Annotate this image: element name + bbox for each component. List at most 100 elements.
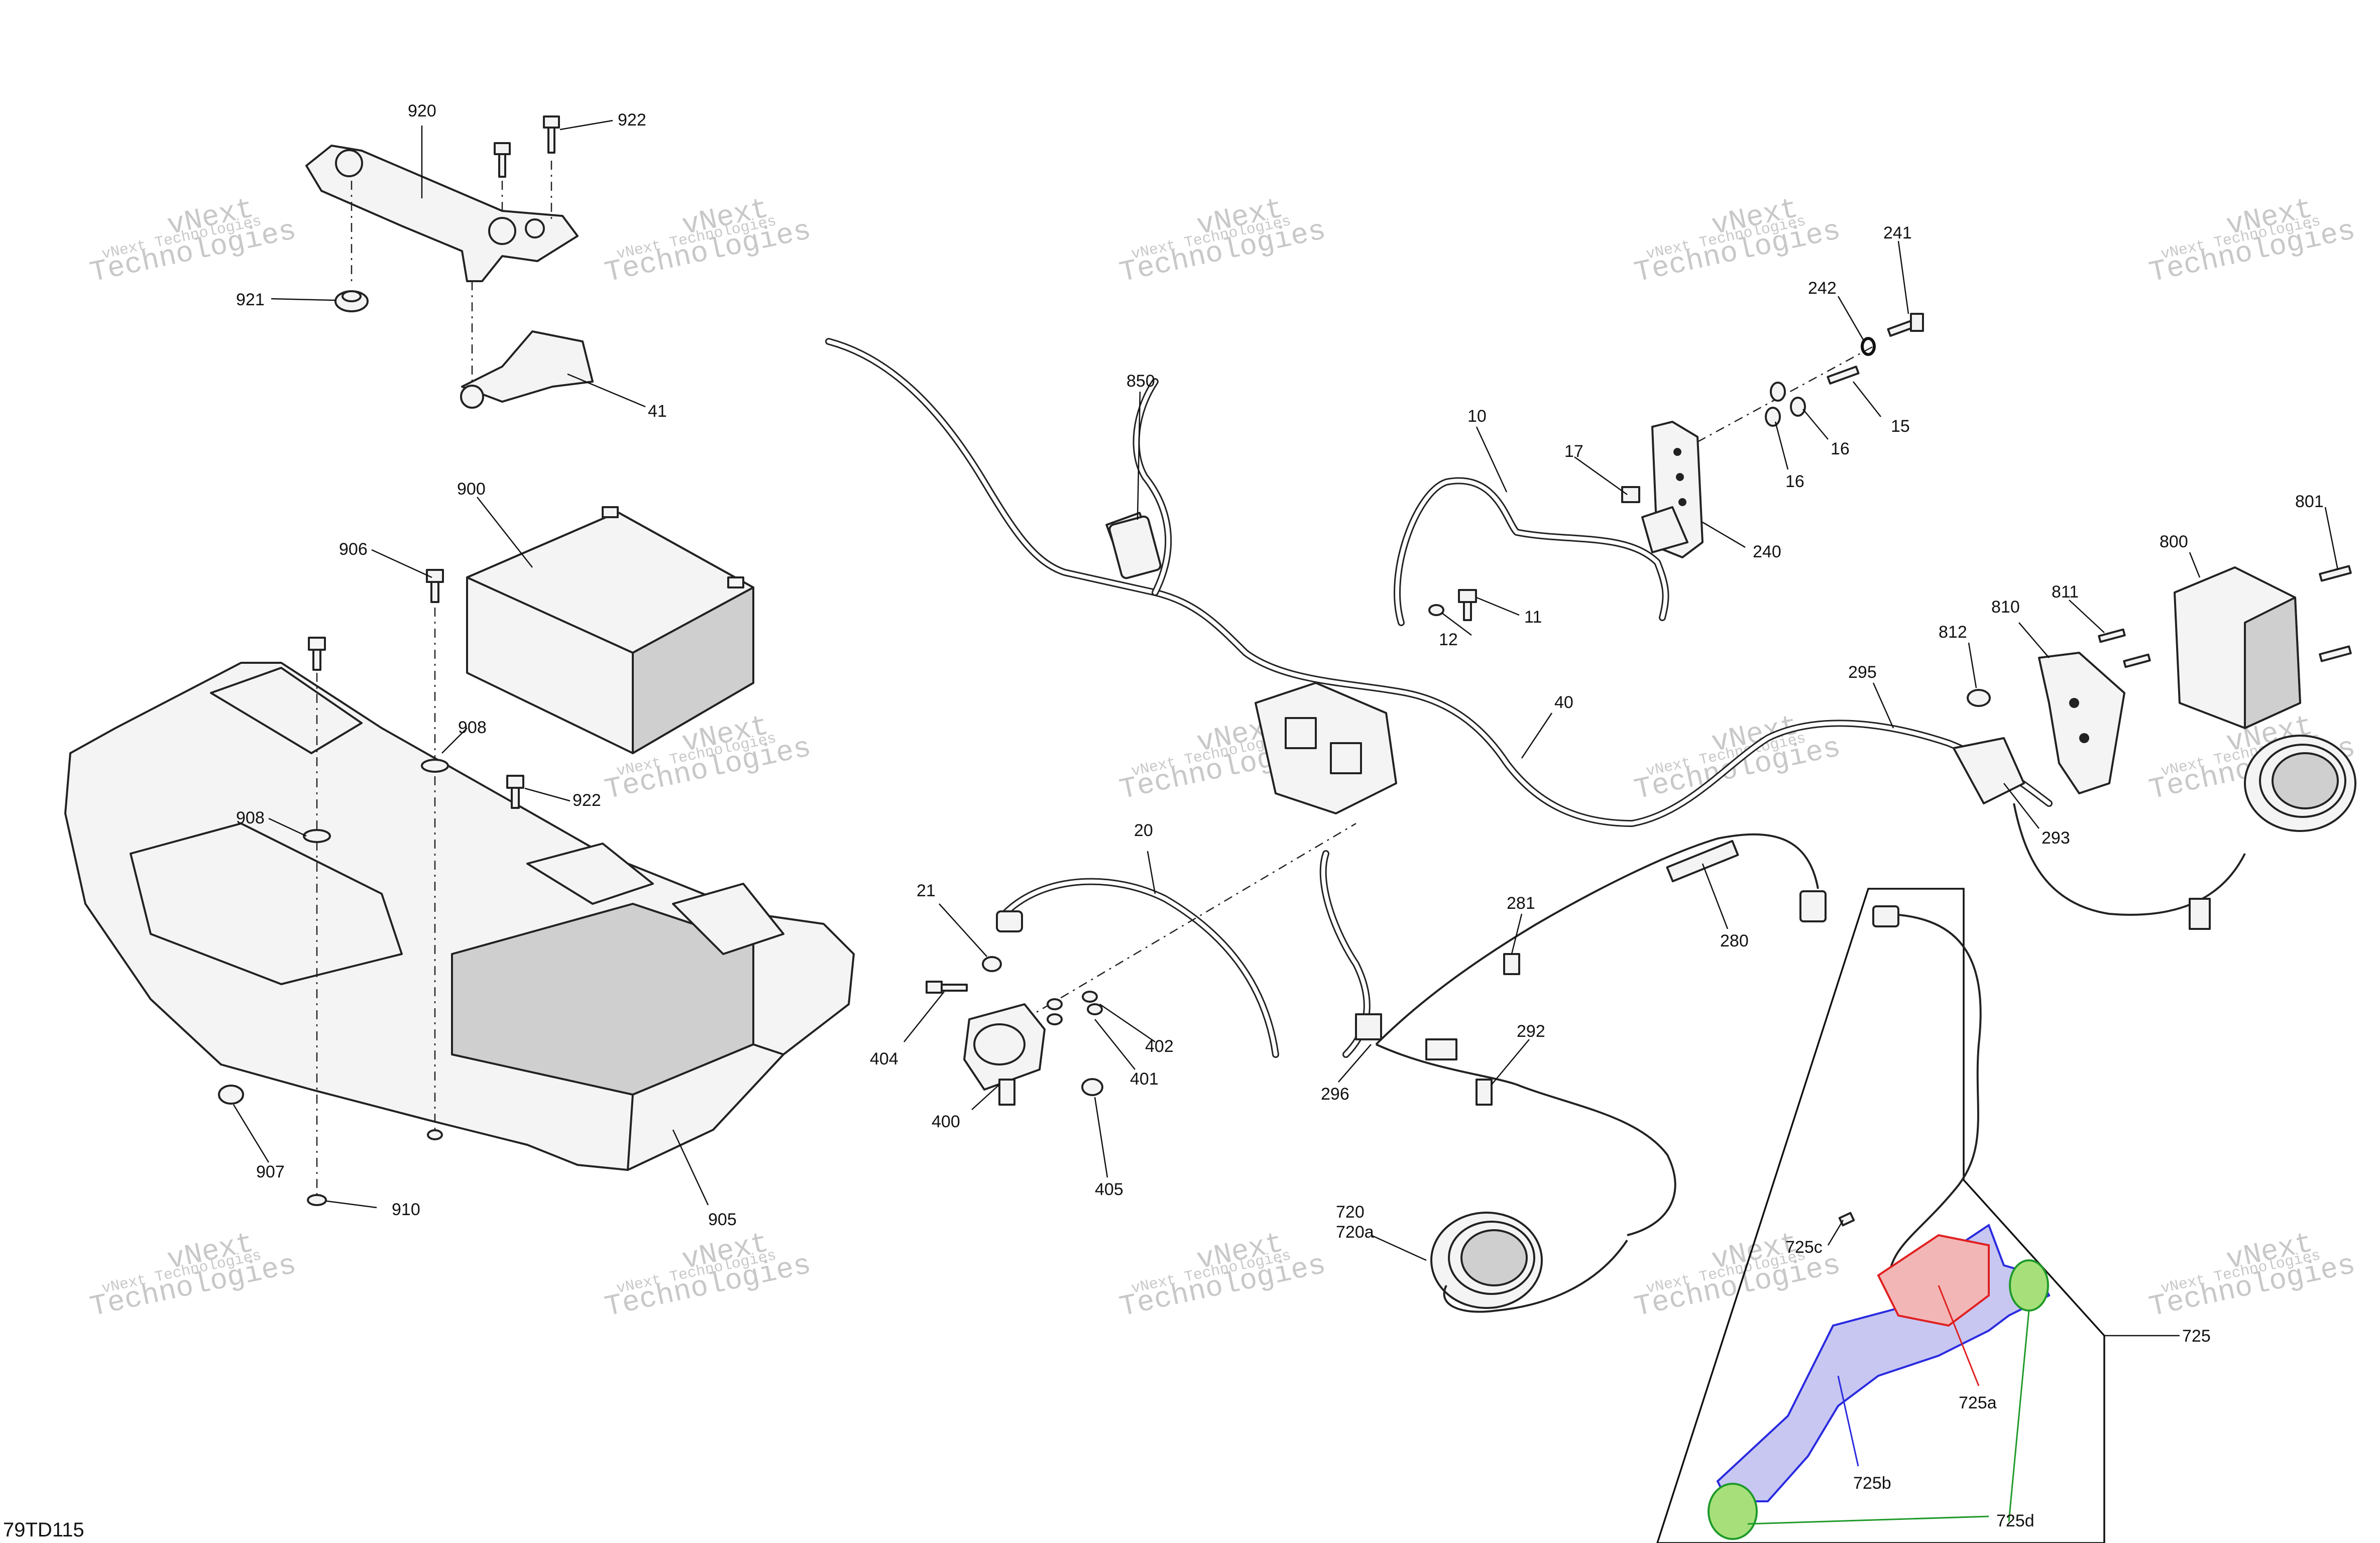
bolt-811	[2098, 628, 2151, 668]
callout-20: 20	[1134, 821, 1153, 840]
battery-tray-905	[64, 662, 855, 1171]
cable-10	[1394, 477, 1669, 626]
nut-812	[1967, 689, 1991, 707]
nut-921	[334, 290, 369, 312]
washers-16	[1765, 382, 1806, 427]
bolt-404	[926, 981, 968, 994]
bracket-810	[2038, 652, 2125, 794]
callout-16-left: 16	[1785, 472, 1804, 491]
nut-17	[1621, 486, 1640, 503]
callout-15: 15	[1891, 417, 1910, 436]
bolt-801	[2319, 565, 2352, 662]
callout-292: 292	[1517, 1022, 1545, 1041]
callout-21: 21	[917, 881, 936, 900]
main-wiring-harness-40	[825, 338, 2053, 827]
callout-41: 41	[648, 402, 667, 421]
callout-900: 900	[457, 480, 486, 499]
washer-12	[1428, 604, 1444, 616]
callout-11: 11	[1524, 608, 1542, 627]
cable-terminal-41	[460, 330, 594, 409]
callout-40: 40	[1554, 693, 1573, 712]
bolt-906-b	[426, 569, 444, 603]
callout-720a: 720a	[1336, 1223, 1374, 1242]
callout-402: 402	[1145, 1037, 1174, 1056]
callout-10: 10	[1467, 407, 1487, 426]
bolt-near-920	[494, 142, 511, 178]
callout-280: 280	[1720, 931, 1749, 951]
callout-920: 920	[408, 101, 436, 121]
callout-242: 242	[1808, 279, 1837, 298]
bolt-922-b	[506, 775, 524, 809]
washer-908-a	[421, 759, 449, 773]
callout-16-right: 16	[1831, 439, 1850, 458]
connector-850	[1108, 515, 1162, 579]
callout-12: 12	[1439, 630, 1458, 649]
callout-17: 17	[1564, 442, 1583, 461]
callout-281: 281	[1507, 894, 1535, 913]
callout-906: 906	[339, 540, 368, 559]
callout-910: 910	[392, 1200, 420, 1219]
callout-908-right: 908	[458, 718, 487, 737]
nut-907	[218, 1085, 244, 1105]
callout-241: 241	[1883, 223, 1912, 243]
callout-725d: 725d	[1996, 1511, 2034, 1530]
callout-296: 296	[1321, 1085, 1349, 1104]
callout-922-mid: 922	[573, 791, 601, 810]
callout-720: 720	[1336, 1203, 1365, 1222]
callout-295: 295	[1848, 663, 1877, 682]
callout-725: 725	[2182, 1327, 2211, 1346]
callout-921: 921	[236, 290, 265, 309]
callout-810: 810	[1991, 598, 2020, 617]
callout-800: 800	[2160, 532, 2188, 551]
nut-bottom	[427, 1129, 443, 1140]
washer-908-b	[303, 829, 331, 843]
callout-400: 400	[932, 1112, 960, 1131]
callout-725c: 725c	[1785, 1238, 1823, 1257]
bolt-922-top	[543, 115, 560, 154]
fuse-box	[1255, 682, 1397, 814]
axis-line	[1024, 822, 1356, 1020]
callout-labels: 920 922 921 41 900 906 908 922 908 907 9…	[236, 101, 2324, 1530]
nut-405	[1081, 1078, 1103, 1096]
oring-242	[1861, 337, 1876, 356]
bracket-240	[1641, 421, 1704, 558]
callout-240: 240	[1753, 542, 1781, 561]
nut-21	[982, 956, 1002, 972]
washer-910	[307, 1194, 327, 1206]
washers-401-402	[1047, 991, 1103, 1025]
callout-404: 404	[870, 1049, 898, 1069]
drawing-id: 79TD115	[3, 1519, 84, 1541]
detail-inset-725	[1656, 888, 2180, 1543]
bolt-15	[1827, 366, 1860, 385]
connector-293	[1953, 737, 2025, 804]
callout-725b: 725b	[1853, 1474, 1891, 1493]
battery-hold-down-bracket	[305, 145, 579, 282]
battery-900	[466, 506, 754, 754]
callout-850: 850	[1126, 372, 1155, 391]
callout-401: 401	[1130, 1070, 1159, 1089]
callout-811: 811	[2052, 582, 2079, 602]
leader-lines	[233, 120, 2339, 1261]
callout-905: 905	[708, 1210, 737, 1229]
headlight-right	[2013, 735, 2356, 930]
callout-725a: 725a	[1959, 1393, 1997, 1412]
callout-801: 801	[2295, 492, 2324, 511]
callout-922-top: 922	[618, 110, 646, 130]
callout-907: 907	[256, 1162, 285, 1181]
headlight-720	[1430, 1212, 1628, 1313]
callout-293: 293	[2042, 828, 2070, 848]
bolt-241	[1887, 313, 1924, 337]
module-800	[2174, 566, 2301, 729]
bolt-11	[1458, 589, 1477, 621]
solenoid-400	[963, 1003, 1046, 1106]
